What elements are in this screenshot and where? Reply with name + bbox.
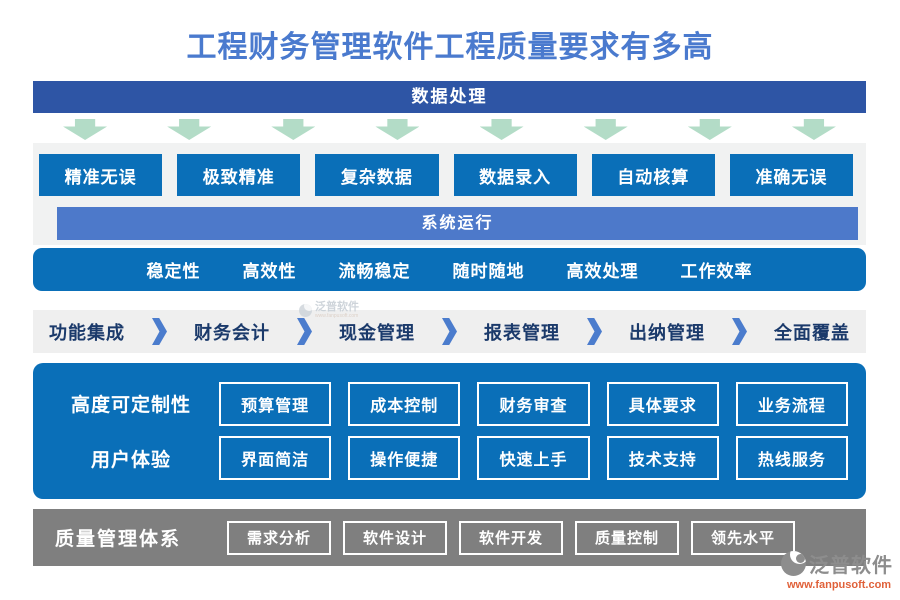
watermark-text: 泛普软件 — [315, 301, 359, 313]
fanpu-logo: 泛普软件 www.fanpusoft.com — [781, 549, 897, 591]
panel-feature-box: 预算管理 — [219, 381, 332, 426]
panel-row-customizability: 高度可定制性 预算管理成本控制财务审查具体要求业务流程 — [43, 381, 849, 426]
fanpu-logo-icon — [781, 551, 806, 576]
panel-row-boxes: 预算管理成本控制财务审查具体要求业务流程 — [219, 381, 849, 426]
quality-step-box: 领先水平 — [691, 520, 795, 555]
banner-data-processing: 数据处理 — [33, 81, 866, 113]
down-arrows-row — [33, 118, 866, 141]
data-processing-strip: 精准无误极致精准复杂数据数据录入自动核算准确无误 系统运行 — [33, 143, 866, 245]
panel-feature-box: 界面简洁 — [219, 436, 332, 481]
feature-button: 数据录入 — [453, 154, 577, 196]
watermark-logo-icon — [299, 304, 312, 317]
down-arrow-icon — [271, 119, 316, 140]
quality-system-boxes: 需求分析软件设计软件开发质量控制领先水平 — [227, 520, 795, 555]
chevron-right-icon — [297, 318, 312, 345]
panel-feature-box: 操作便捷 — [348, 436, 461, 481]
banner-system-running: 系统运行 — [57, 207, 858, 240]
feature-button: 准确无误 — [729, 154, 854, 196]
feature-button: 极致精准 — [177, 154, 301, 196]
feature-panel: 高度可定制性 预算管理成本控制财务审查具体要求业务流程 用户体验 界面简洁操作便… — [33, 363, 866, 499]
fanpu-logo-url: www.fanpusoft.com — [787, 579, 892, 591]
data-processing-buttons: 精准无误极致精准复杂数据数据录入自动核算准确无误 — [39, 154, 854, 196]
panel-feature-box: 财务审查 — [477, 381, 590, 426]
down-arrow-icon — [791, 119, 836, 140]
quality-step-box: 质量控制 — [575, 520, 679, 555]
process-step: 全面覆盖 — [774, 319, 850, 345]
panel-feature-box: 具体要求 — [606, 381, 719, 426]
panel-feature-box: 成本控制 — [348, 381, 461, 426]
system-running-items-bar: 稳定性 高效性 流畅稳定 随时随地 高效处理 工作效率 — [33, 248, 866, 291]
down-arrow-icon — [63, 119, 108, 140]
process-step-label: 现金管理 — [339, 322, 415, 343]
process-step-label: 财务会计 — [194, 322, 270, 343]
system-feature-label: 稳定性 — [146, 262, 201, 281]
panel-row-boxes: 界面简洁操作便捷快速上手技术支持热线服务 — [219, 436, 849, 481]
process-step-label: 功能集成 — [49, 322, 125, 343]
feature-button: 精准无误 — [39, 154, 163, 196]
panel-row-label: 用户体验 — [90, 449, 171, 471]
panel-feature-box: 快速上手 — [477, 436, 590, 481]
down-arrow-icon — [375, 119, 420, 140]
down-arrow-icon — [479, 119, 524, 140]
chevron-right-icon — [587, 318, 602, 345]
process-step-label: 报表管理 — [484, 322, 560, 343]
process-flow-bar: 功能集成 财务会计 现金管理 报表管理 出纳管理 全面覆盖 — [33, 310, 866, 353]
down-arrow-icon — [583, 119, 628, 140]
watermark-url: www.fanpusoft.com — [315, 313, 359, 319]
down-arrow-icon — [167, 119, 212, 140]
quality-system-bar: 质量管理体系 需求分析软件设计软件开发质量控制领先水平 — [33, 509, 866, 566]
process-step: 报表管理 — [484, 318, 602, 345]
page-title: 工程财务管理软件工程质量要求有多高 — [186, 31, 714, 64]
system-feature-label: 高效性 — [242, 262, 297, 281]
feature-button: 复杂数据 — [315, 154, 439, 196]
chevron-right-icon — [732, 318, 747, 345]
quality-system-label: 质量管理体系 — [55, 529, 182, 550]
panel-feature-box: 业务流程 — [735, 381, 849, 426]
down-arrow-icon — [687, 119, 732, 140]
system-feature-label: 高效处理 — [566, 262, 639, 281]
quality-step-box: 软件开发 — [459, 520, 563, 555]
panel-row-label: 高度可定制性 — [70, 395, 191, 417]
feature-button: 自动核算 — [591, 154, 715, 196]
chevron-right-icon — [152, 318, 167, 345]
system-feature-label: 随时随地 — [452, 262, 525, 281]
fanpu-logo-text: 泛普软件 — [809, 555, 893, 577]
panel-feature-box: 热线服务 — [735, 436, 849, 481]
system-feature-label: 工作效率 — [680, 262, 753, 281]
process-step: 现金管理 — [339, 318, 457, 345]
process-step: 功能集成 — [49, 318, 167, 345]
system-feature-label: 流畅稳定 — [338, 262, 411, 281]
process-step: 财务会计 — [194, 318, 312, 345]
panel-feature-box: 技术支持 — [606, 436, 719, 481]
panel-row-user-experience: 用户体验 界面简洁操作便捷快速上手技术支持热线服务 — [43, 436, 849, 481]
fanpu-logo-row: 泛普软件 — [781, 549, 897, 578]
chevron-right-icon — [442, 318, 457, 345]
process-step-label: 出纳管理 — [629, 322, 705, 343]
watermark: 泛普软件 www.fanpusoft.com — [299, 302, 359, 319]
quality-step-box: 需求分析 — [227, 520, 331, 555]
quality-step-box: 软件设计 — [343, 520, 447, 555]
process-step-label: 全面覆盖 — [774, 322, 850, 343]
process-step: 出纳管理 — [629, 318, 747, 345]
